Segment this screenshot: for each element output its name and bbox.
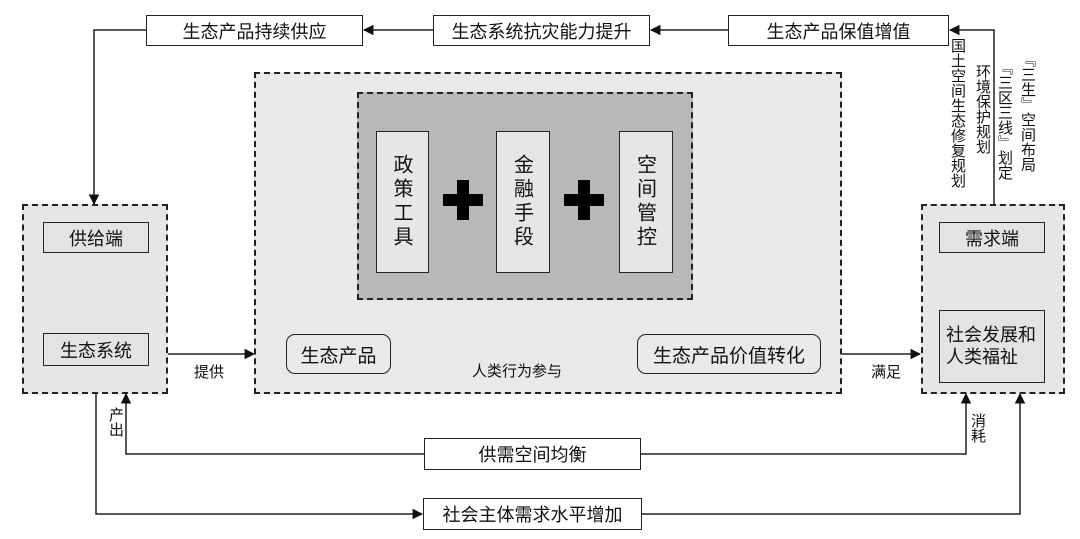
eco-product-box: 生态产品 xyxy=(286,334,391,374)
demand-increase-box: 社会主体需求水平增加 xyxy=(423,498,642,530)
arrow-balance-to-right xyxy=(641,392,972,455)
plan-environment: 环境保护规划 xyxy=(974,64,992,154)
supply-end-box: 供给端 xyxy=(43,222,149,253)
plus-icon xyxy=(443,180,483,220)
output-label: 产出 xyxy=(107,407,125,437)
policy-tools-box: 政策工具 xyxy=(376,131,429,273)
arrow-to-demand-increase xyxy=(95,394,424,520)
provide-label: 提供 xyxy=(194,363,225,381)
resilience-box: 生态系统抗灾能力提升 xyxy=(433,15,650,46)
space-control-label: 空间管控 xyxy=(633,154,658,250)
finance-box: 金融手段 xyxy=(496,131,550,273)
policy-tools-label: 政策工具 xyxy=(390,154,414,250)
space-control-box: 空间管控 xyxy=(619,131,673,273)
plan-land-restoration: 国土空间生态修复规划 xyxy=(949,38,967,188)
human-participation-label: 人类行为参与 xyxy=(472,362,563,380)
demand-end-box: 需求端 xyxy=(939,222,1045,253)
value-conversion-box: 生态产品价值转化 xyxy=(637,334,821,374)
ecosystem-box: 生态系统 xyxy=(43,333,149,366)
supply-continuous-box: 生态产品持续供应 xyxy=(146,15,363,46)
satisfy-label: 满足 xyxy=(871,363,902,381)
arrow-demand-to-right xyxy=(642,392,1026,515)
consume-label: 消耗 xyxy=(969,413,987,443)
value-growth-box: 生态产品保值增值 xyxy=(728,15,949,46)
plan-three-zones: 『三区三线』划定 xyxy=(996,60,1014,180)
arrow-balance-to-left xyxy=(120,392,424,455)
welfare-box: 社会发展和人类福祉 xyxy=(939,310,1045,383)
supply-demand-balance-box: 供需空间均衡 xyxy=(424,438,641,470)
plan-three-spaces: 『三生』空间布局 xyxy=(1019,52,1037,172)
finance-label: 金融手段 xyxy=(510,154,535,250)
arrow-supply-to-left xyxy=(88,29,146,206)
plus-icon xyxy=(564,180,604,220)
arrow-right-to-value xyxy=(948,24,995,204)
